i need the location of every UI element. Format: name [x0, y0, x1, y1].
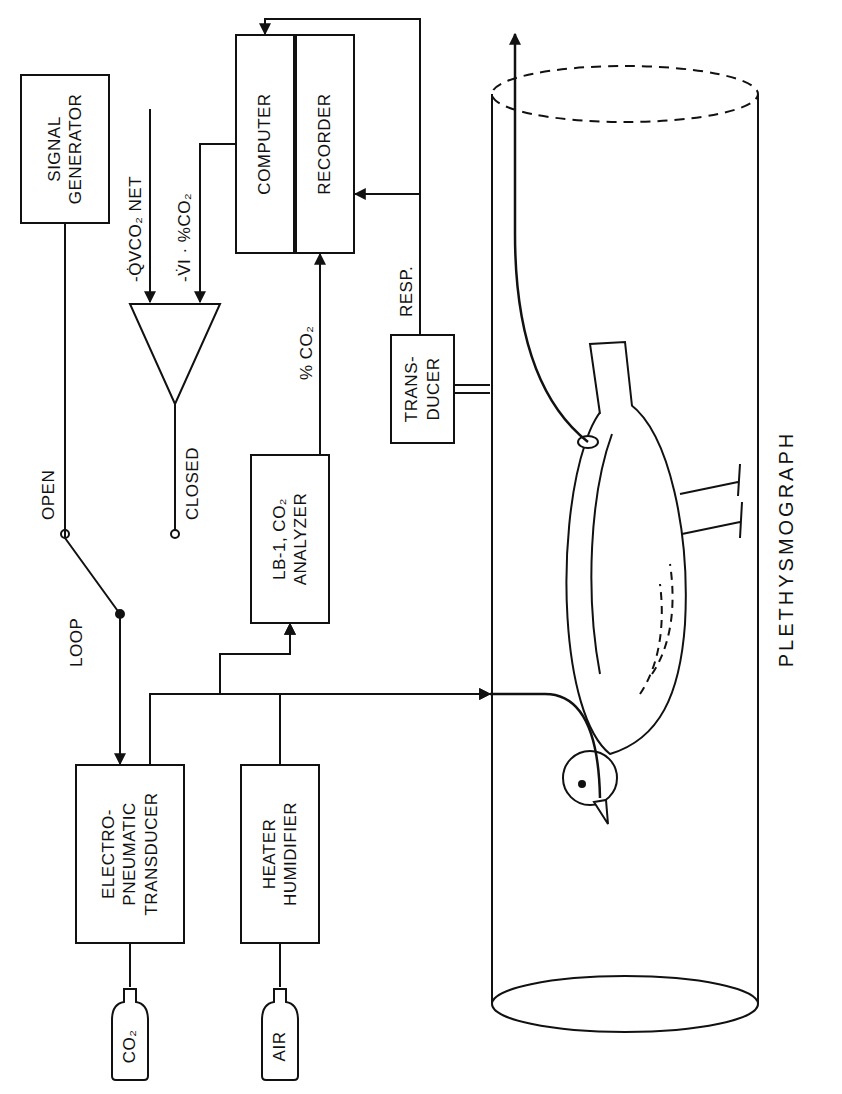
computer-box: COMPUTER	[235, 34, 295, 254]
bird-illustration	[563, 342, 742, 824]
connector	[150, 624, 290, 764]
connector	[279, 944, 281, 987]
plethysmograph-chamber: PLETHYSMOGRAPH	[490, 64, 760, 1034]
connector	[150, 694, 490, 764]
closed-loop-wire	[174, 404, 176, 530]
amplifier-symbol	[130, 304, 220, 404]
node-label: RECORDER	[314, 93, 335, 194]
generator-box: SIGNAL GENERATOR	[20, 74, 110, 224]
node-label: TRANS- DUCER	[401, 346, 444, 432]
gas-bottle: CO₂	[110, 987, 150, 1082]
signal-label: LOOP	[68, 616, 87, 669]
exhaust-tube	[515, 34, 588, 442]
connector	[220, 624, 290, 764]
signal-label: CLOSED	[184, 445, 203, 522]
transducer-box: ELECTRO- PNEUMATIC TRANSDUCER	[75, 764, 185, 944]
connector	[355, 194, 420, 334]
signal-label: -V̇I · %CO₂	[176, 191, 195, 284]
connector	[319, 254, 321, 454]
chamber-heading: PLETHYSMOGRAPH	[774, 64, 799, 1034]
input-wire	[149, 109, 151, 302]
connector	[65, 224, 120, 764]
inlet-tube	[490, 694, 600, 798]
node-label: CO₂	[119, 1030, 140, 1064]
node-label: AIR	[269, 1032, 290, 1062]
cylinder-outline	[490, 64, 760, 1034]
switch-contacts	[61, 530, 179, 618]
connector	[129, 944, 131, 987]
signal-label: -Q̇VCO₂ NET	[127, 174, 146, 284]
feedback-wire	[200, 144, 235, 302]
signal-label: OPEN	[40, 468, 59, 522]
signal-label: RESP.	[398, 264, 417, 319]
gas-bottle: AIR	[260, 987, 300, 1082]
node-label: SIGNAL GENERATOR	[44, 86, 87, 212]
node-label: LB-1, CO₂ ANALYZER	[269, 466, 312, 612]
analyzer-box: LB-1, CO₂ ANALYZER	[250, 454, 330, 624]
connector	[455, 385, 490, 393]
node-label: HEATER HUMIDIFIER	[259, 776, 302, 932]
signal-label: % CO₂	[298, 324, 317, 382]
recorder-box: RECORDER	[295, 34, 355, 254]
connector	[280, 694, 490, 764]
humidifier-box: HEATER HUMIDIFIER	[240, 764, 320, 944]
node-label: COMPUTER	[254, 93, 275, 194]
transducer-box: TRANS- DUCER	[390, 334, 455, 444]
node-label: ELECTRO- PNEUMATIC TRANSDUCER	[98, 776, 162, 932]
